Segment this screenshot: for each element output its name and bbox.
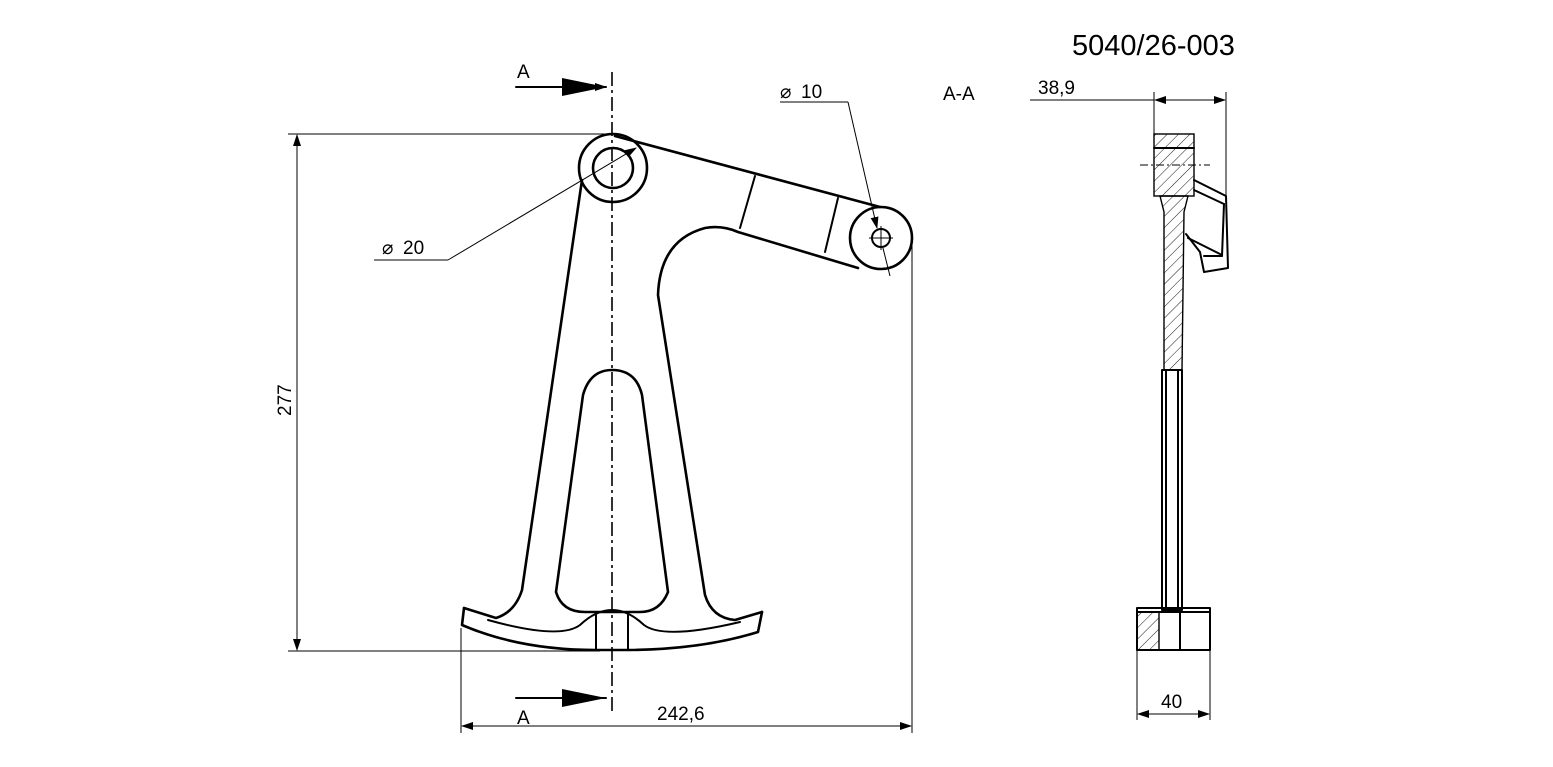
dimension-height: 277 — [275, 133, 612, 652]
arm-section-line-1 — [739, 175, 756, 229]
section-arrow-bottom-head — [562, 689, 606, 707]
section-arm-line-1 — [1193, 189, 1225, 205]
handle-bar — [460, 606, 764, 652]
pivot-diameter-symbol: ⌀ — [382, 238, 393, 259]
central-slot — [554, 368, 670, 614]
dimension-pivot-diameter: ⌀ 20 — [374, 147, 637, 261]
left-leg-outer-edge — [462, 178, 584, 620]
pivot-leader-diag — [447, 147, 637, 261]
dimension-width: 242,6 — [460, 240, 913, 733]
section-bottom-width-value: 40 — [1161, 692, 1182, 713]
pivot-hole — [591, 146, 635, 190]
section-arrow-top-head — [562, 78, 606, 96]
section-arm-line-2 — [1187, 237, 1223, 256]
arm-section-line-2 — [824, 197, 839, 253]
section-web — [1161, 369, 1183, 611]
section-top-width-value: 38,9 — [1038, 78, 1075, 99]
section-bottom-hatched — [1136, 611, 1160, 651]
right-leg-outer-edge — [656, 225, 860, 622]
section-neck — [1159, 195, 1189, 371]
front-view — [460, 72, 914, 712]
section-view-label: A-A — [943, 84, 975, 105]
dimension-section-bottom: 40 — [1136, 650, 1211, 720]
section-arm-line-4 — [1221, 203, 1225, 257]
pin-leader-diag — [847, 101, 879, 229]
dimension-section-top: 38,9 — [1030, 78, 1227, 196]
pin-leader-extend — [882, 247, 891, 277]
section-view — [1136, 133, 1229, 651]
pivot-boss-outer — [577, 132, 649, 204]
section-arm-projection — [1185, 179, 1229, 273]
pin-diameter-value: 10 — [801, 82, 822, 103]
pin-boss-outer — [848, 205, 914, 271]
section-letter-top: A — [517, 62, 530, 83]
width-value: 242,6 — [657, 704, 705, 725]
pin-diameter-symbol: ⌀ — [780, 82, 791, 103]
part-number: 5040/26-003 — [1072, 30, 1235, 62]
pivot-diameter-value: 20 — [403, 238, 424, 259]
arm-top-edge — [613, 134, 882, 209]
height-value: 277 — [275, 384, 296, 416]
dimension-pin-diameter: ⌀ 10 — [780, 82, 891, 277]
